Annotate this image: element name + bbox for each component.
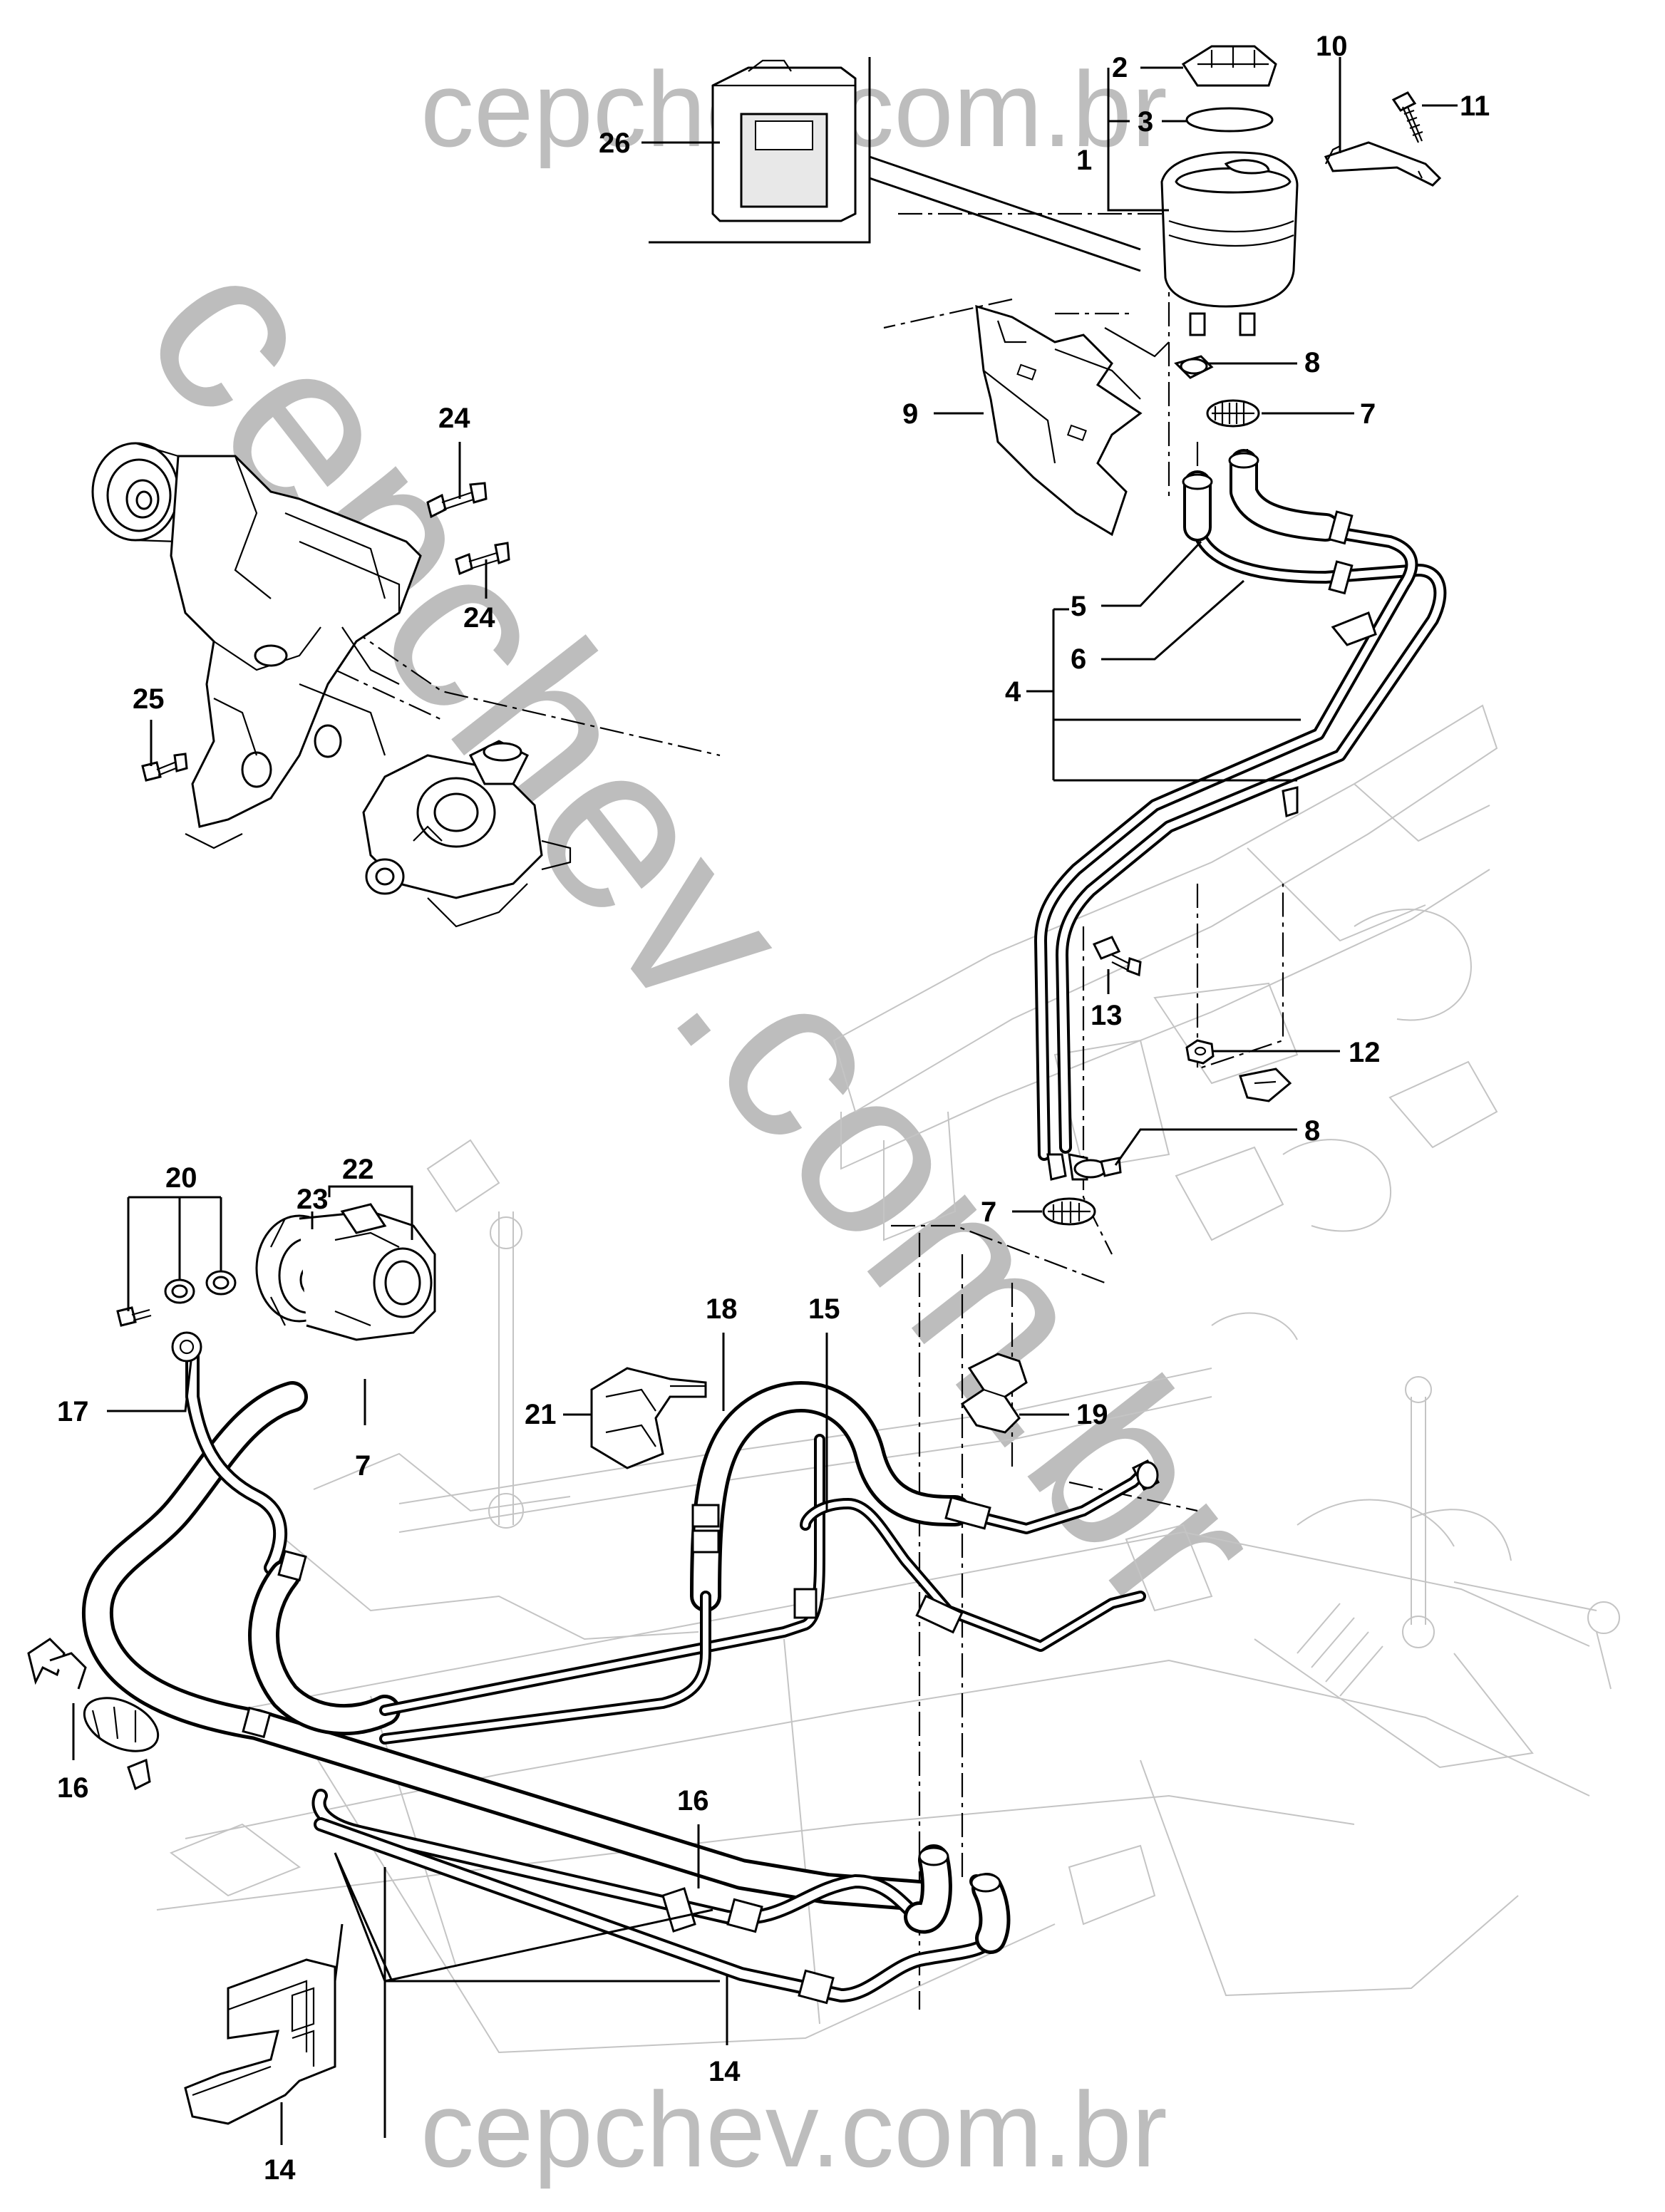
part-11-screw <box>1391 91 1423 143</box>
callout-13: 13 <box>1091 1000 1123 1031</box>
callout-7-upper: 7 <box>1360 398 1376 430</box>
part-8-clamp-lower <box>1073 1157 1122 1179</box>
part-24-bolt-a <box>426 482 488 519</box>
part-20-clip <box>590 1367 707 1469</box>
callout-24-a: 24 <box>438 403 470 434</box>
callout-3: 3 <box>1138 106 1153 138</box>
callout-16-right: 18 <box>706 1293 738 1325</box>
callout-16-left: 17 <box>57 1396 89 1427</box>
callout-20: 21 <box>525 1399 557 1430</box>
part-25-bolt <box>141 753 188 782</box>
watermark-diagonal: cepchev.com.br <box>95 204 1315 1661</box>
callout-labels: 26 2 3 1 10 11 8 7 9 5 6 4 13 12 8 7 24 … <box>57 31 1490 2186</box>
callout-2: 2 <box>1112 52 1128 83</box>
part-24-bolt-b <box>455 542 510 576</box>
callout-25: 25 <box>133 683 165 715</box>
part-18-clip <box>960 1353 1028 1434</box>
bracket-small-clip <box>1239 1068 1292 1102</box>
callout-6: 6 <box>1071 644 1086 675</box>
part-9-bracket <box>975 304 1170 537</box>
leader-lines <box>72 57 1458 2145</box>
callout-7-pump: 7 <box>355 1450 371 1482</box>
part-22-pump-assembly <box>255 1203 436 1341</box>
callout-15: 16 <box>677 1785 709 1816</box>
callout-1: 1 <box>1076 145 1092 176</box>
callout-8-upper: 8 <box>1304 347 1320 378</box>
part-13-bolt <box>1092 936 1142 977</box>
pump-bracket-assembly <box>91 442 572 928</box>
part-4-return-lines <box>1034 449 1447 1181</box>
callout-14-upper: 15 <box>808 1293 840 1325</box>
part-7-clamp-upper <box>1206 399 1260 428</box>
callout-9: 9 <box>902 398 918 430</box>
part-12-nut <box>1185 1039 1215 1065</box>
part-16-pressure-hose <box>81 1331 935 1911</box>
callout-23: 23 <box>297 1184 329 1215</box>
callout-26: 26 <box>599 128 631 159</box>
watermark-bottom: cepchev.com.br <box>421 2069 1167 2189</box>
callout-4: 4 <box>1005 676 1021 708</box>
part-14-supply-line <box>793 1498 1146 1652</box>
callout-8-lower: 8 <box>1304 1115 1320 1147</box>
part-8-clamp-upper <box>1174 355 1214 379</box>
callout-24-b: 24 <box>463 602 495 634</box>
callout-12: 12 <box>1349 1037 1381 1068</box>
callout-17: 20 <box>165 1162 197 1194</box>
callout-5: 5 <box>1071 591 1086 622</box>
part-21-clamp <box>27 1638 160 1791</box>
part-19-bracket <box>184 1958 336 2125</box>
part-16-return-hose <box>379 1381 1160 1745</box>
callout-14-lower: 14 <box>708 2056 741 2087</box>
callout-22: 22 <box>342 1154 374 1185</box>
callout-21: 16 <box>57 1772 89 1804</box>
callout-11: 11 <box>1460 91 1490 122</box>
part-7-clamp-lower <box>1042 1197 1096 1226</box>
part-17-fitting <box>116 1270 237 1327</box>
callout-19: 14 <box>264 2154 296 2186</box>
part-14-lower-line <box>314 1817 1011 2005</box>
callout-10: 10 <box>1316 31 1348 62</box>
callout-7-lower: 7 <box>981 1197 996 1228</box>
callout-18: 19 <box>1076 1399 1108 1430</box>
part-10-strap <box>1324 141 1442 187</box>
part-1-reservoir <box>1160 45 1299 336</box>
part-26-fluid-can <box>649 57 1141 272</box>
